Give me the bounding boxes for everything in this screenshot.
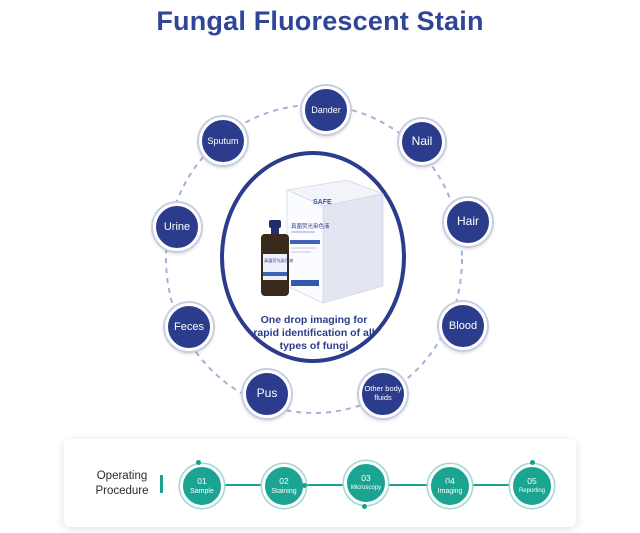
procedure-accent-bar (160, 475, 163, 493)
box-name: 真菌荧光染色液 (291, 222, 330, 230)
center-caption: One drop imaging for rapid identificatio… (253, 314, 375, 352)
connector-dot (530, 460, 535, 465)
specimen-hair: Hair (444, 198, 492, 246)
page-title: Fungal Fluorescent Stain (156, 6, 484, 36)
connector-dot (302, 483, 307, 488)
specimen-pus: Pus (243, 370, 291, 418)
product-image: SAFE 真菌荧光染色液 真菌荧光染色液 (261, 179, 385, 304)
connector-dot (362, 504, 367, 509)
product-brand: SAFE (313, 199, 332, 206)
specimen-sputum: Sputum (199, 117, 247, 165)
specimen-urine: Urine (153, 203, 201, 251)
bottle-name: 真菌荧光染色液 (264, 257, 294, 264)
procedure-label: Operating Procedure (95, 470, 149, 497)
specimen-diagram: Dander Nail Hair Blood Other body fluids… (0, 60, 640, 430)
specimen-nail: Nail (399, 119, 445, 165)
specimen-feces: Feces (165, 303, 213, 351)
specimen-blood: Blood (439, 302, 487, 350)
connector-dot (196, 460, 201, 465)
specimen-dander: Dander (302, 86, 350, 134)
connector-dot (446, 483, 451, 488)
specimen-other-body-fluids: Other body fluids (359, 370, 407, 418)
